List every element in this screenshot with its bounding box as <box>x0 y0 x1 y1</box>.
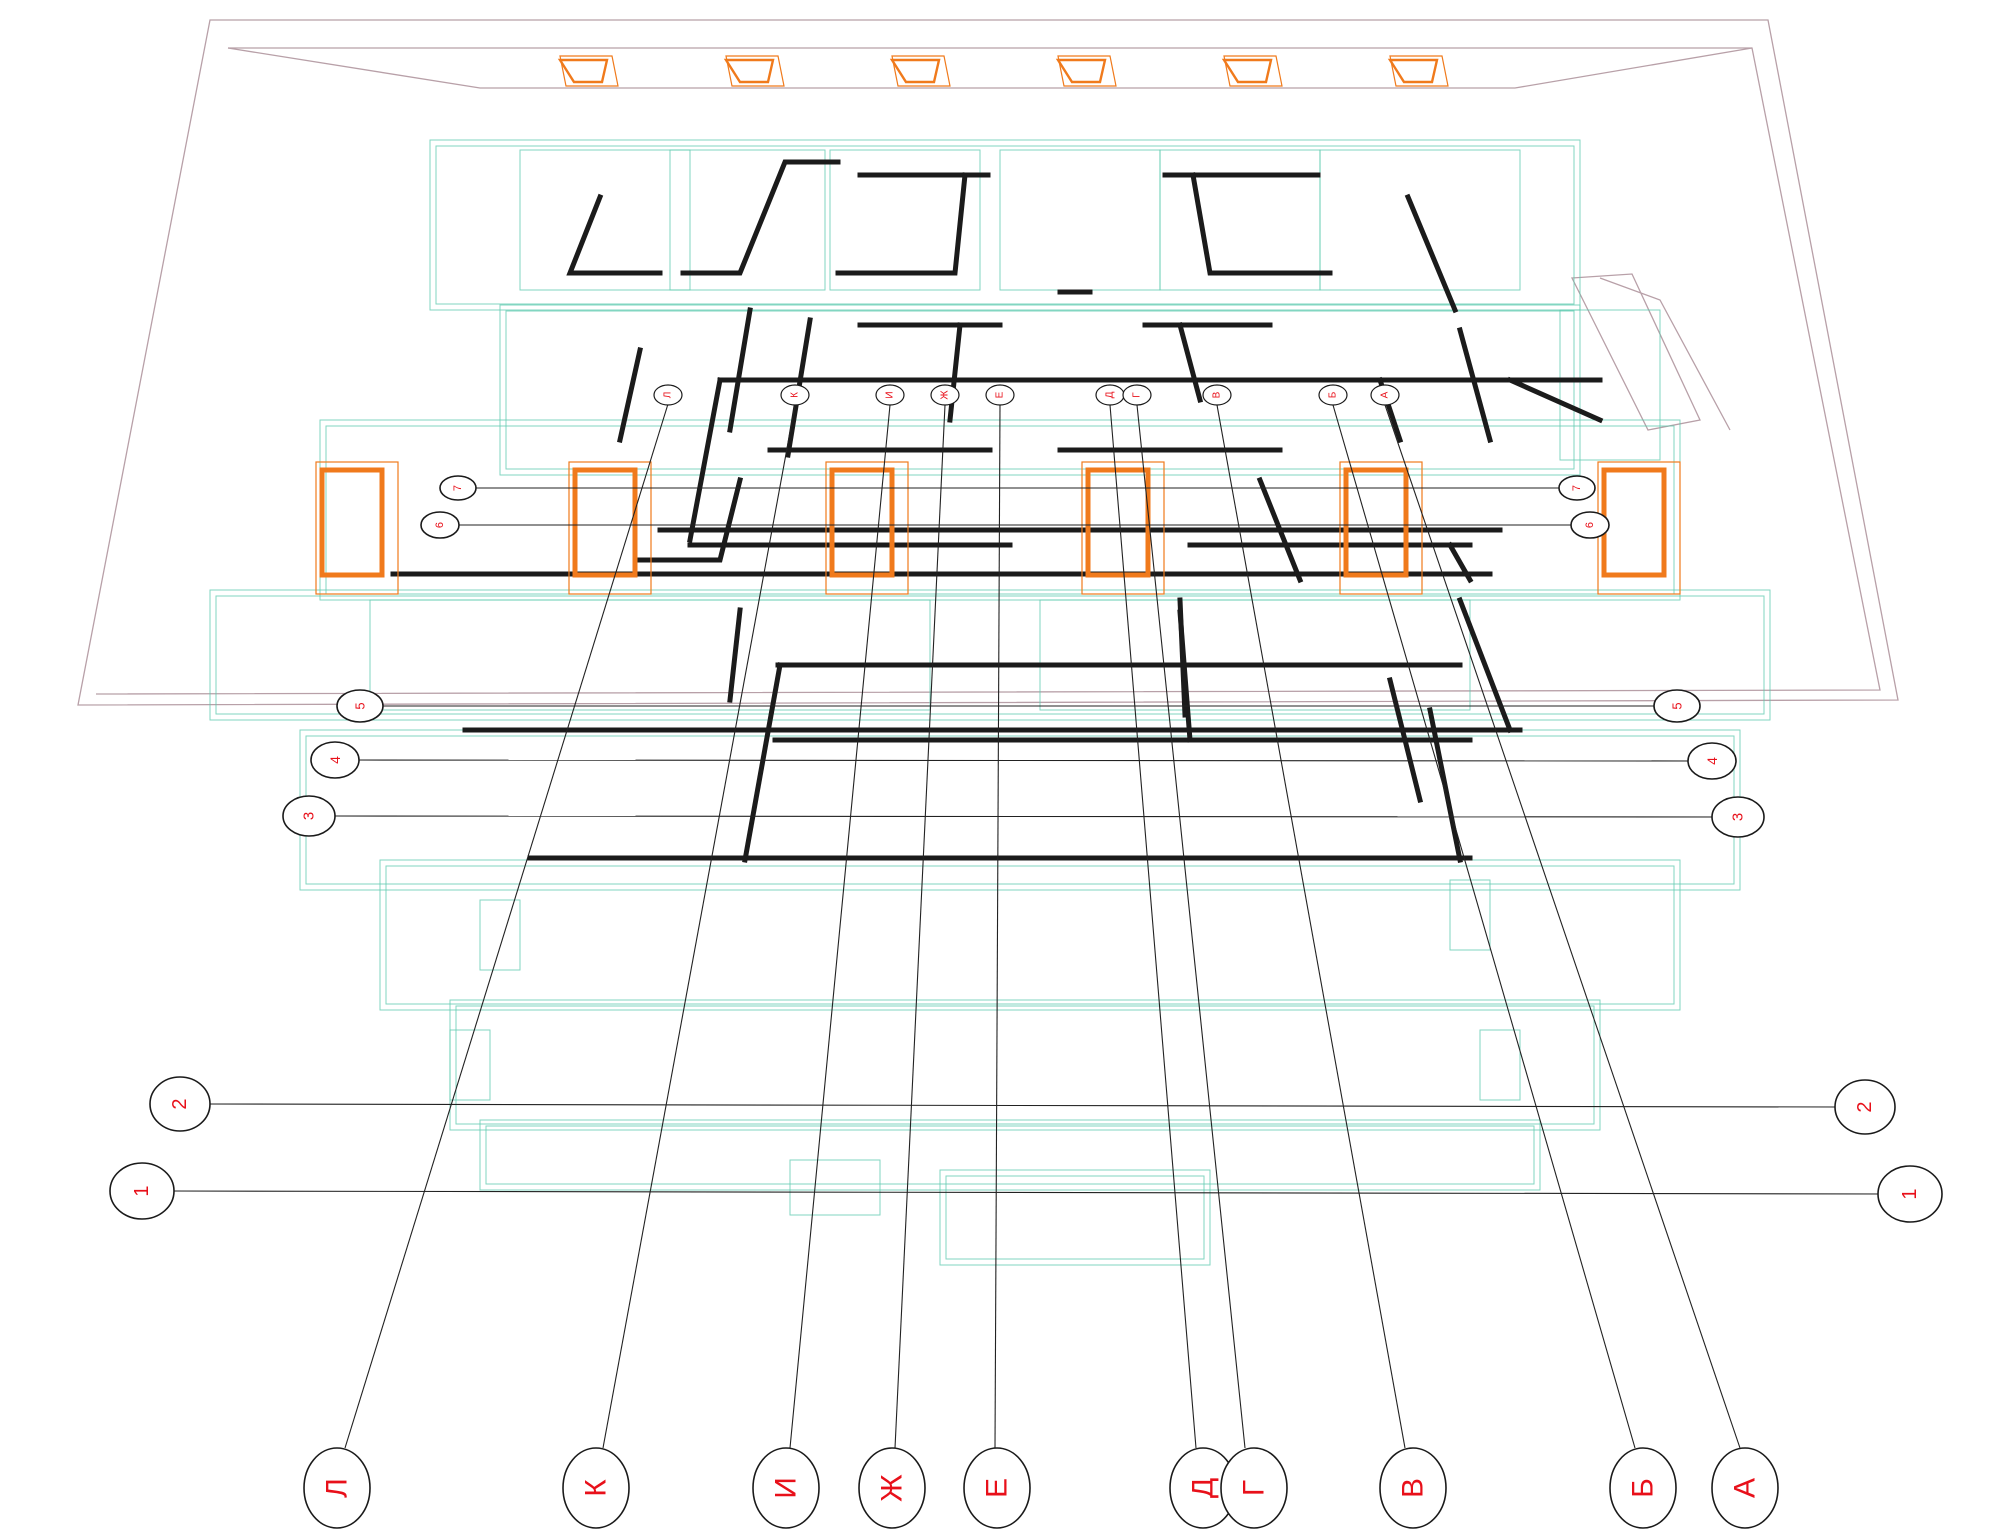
axis-l-marker: Л <box>303 1447 371 1529</box>
axis-7-left-label: 7 <box>452 485 464 491</box>
top-axis-g-label: Г <box>1132 392 1143 398</box>
axis-a-label: А <box>1729 1478 1762 1498</box>
axis-5-right-marker: 5 <box>1653 689 1701 723</box>
axis-3-right-marker: 3 <box>1711 796 1765 838</box>
axis-g-marker: Г <box>1220 1447 1288 1529</box>
axis-i-label: И <box>770 1477 803 1499</box>
axis-2-right-label: 2 <box>1854 1101 1876 1112</box>
top-axis-i-marker: И <box>875 384 905 406</box>
axis-e-label: Е <box>981 1478 1014 1498</box>
top-axis-i-label: И <box>885 391 896 398</box>
right-number-markers: 1 2 3 4 5 6 7 <box>1558 475 1943 1223</box>
axis-e-marker: Е <box>963 1447 1031 1529</box>
top-axis-k-label: К <box>790 392 801 398</box>
axis-2-right-marker: 2 <box>1834 1079 1896 1135</box>
axis-l-label: Л <box>321 1478 354 1498</box>
axis-v-label: В <box>1397 1478 1430 1498</box>
top-axis-b-label: Б <box>1328 391 1339 398</box>
building-outline <box>77 19 1899 706</box>
top-axis-e-marker: Е <box>985 384 1015 406</box>
axis-3-left-label: 3 <box>301 812 318 820</box>
axis-g-label: Г <box>1238 1480 1271 1496</box>
axis-zh-marker: Ж <box>858 1447 926 1529</box>
top-axis-e-label: Е <box>995 391 1006 398</box>
top-letter-markers: Л К И Ж Е Д Г В <box>653 384 1400 406</box>
axis-7-right-label: 7 <box>1571 485 1583 491</box>
bottom-letter-markers: Л К И Ж Е Д Г В <box>303 1447 1779 1529</box>
axis-4-right-label: 4 <box>1704 757 1720 765</box>
top-axis-a-label: А <box>1380 391 1391 398</box>
axis-6-right-label: 6 <box>1584 522 1596 528</box>
top-axis-g-marker: Г <box>1122 384 1152 406</box>
axis-2-left-label: 2 <box>169 1098 191 1109</box>
top-axis-d-label: Д <box>1105 391 1116 398</box>
axis-7-left-marker: 7 <box>439 475 477 501</box>
axis-1-right-label: 1 <box>1899 1188 1921 1199</box>
top-axis-zh-marker: Ж <box>930 384 960 406</box>
axis-2-left-marker: 2 <box>149 1076 211 1132</box>
axis-1-left-label: 1 <box>131 1185 153 1196</box>
letter-gridlines <box>344 403 1741 1449</box>
axis-3-right-label: 3 <box>1730 813 1747 821</box>
axis-6-right-marker: 6 <box>1570 511 1610 539</box>
axis-k-marker: К <box>562 1447 630 1529</box>
axis-6-left-marker: 6 <box>420 511 460 539</box>
axis-v-marker: В <box>1379 1447 1447 1529</box>
axis-1-right-marker: 1 <box>1877 1165 1943 1223</box>
axis-4-left-label: 4 <box>327 756 343 764</box>
left-number-markers: 1 2 3 4 5 6 7 <box>109 475 477 1220</box>
axis-d-label: Д <box>1187 1478 1220 1498</box>
axis-6-left-label: 6 <box>434 522 446 528</box>
axis-3-left-marker: 3 <box>282 795 336 837</box>
axis-5-left-marker: 5 <box>336 689 384 723</box>
top-axis-l-marker: Л <box>653 384 683 406</box>
top-axis-b-marker: Б <box>1318 384 1348 406</box>
roof-skylights <box>557 55 1449 87</box>
axis-zh-label: Ж <box>876 1474 909 1502</box>
axis-a-marker: А <box>1711 1447 1779 1529</box>
top-axis-a-marker: А <box>1370 384 1400 406</box>
axis-4-right-marker: 4 <box>1687 742 1737 780</box>
top-axis-v-label: В <box>1212 391 1223 398</box>
walls <box>390 159 1604 863</box>
top-axis-k-marker: К <box>780 384 810 406</box>
top-axis-zh-label: Ж <box>940 390 951 400</box>
axis-d-marker: Д <box>1169 1447 1237 1529</box>
top-axis-d-marker: Д <box>1095 384 1125 406</box>
axis-5-right-label: 5 <box>1670 702 1685 709</box>
axis-1-left-marker: 1 <box>109 1162 175 1220</box>
axis-k-label: К <box>580 1479 613 1497</box>
axis-i-marker: И <box>752 1447 820 1529</box>
axis-5-left-label: 5 <box>353 702 368 709</box>
top-axis-v-marker: В <box>1202 384 1232 406</box>
top-axis-l-label: Л <box>663 392 674 399</box>
number-gridlines <box>169 487 1891 1195</box>
axis-b-marker: Б <box>1609 1447 1677 1529</box>
axis-7-right-marker: 7 <box>1558 475 1596 501</box>
axis-b-label: Б <box>1627 1478 1660 1498</box>
axis-4-left-marker: 4 <box>310 741 360 779</box>
